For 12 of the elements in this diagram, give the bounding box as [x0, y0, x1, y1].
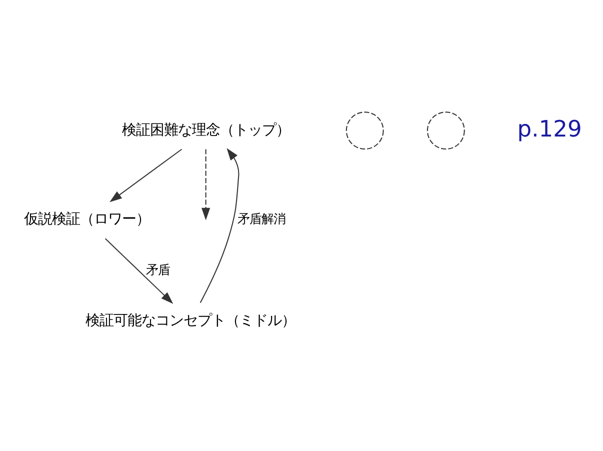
label: p.129 [517, 116, 582, 142]
arrow [110, 148, 182, 202]
node-text: 検証可能なコンセプト（ミドル） [85, 312, 296, 329]
arrow [200, 148, 240, 302]
node-circle [426, 111, 465, 150]
arrow [104, 238, 174, 304]
edge-label: 矛盾 [146, 262, 170, 276]
arrow [202, 148, 210, 220]
node-text: 検証困難な理念（トップ） [122, 122, 290, 138]
node-circle [346, 111, 384, 150]
edge-label: 矛盾解消 [238, 212, 286, 226]
node-text: 仮説検証（ロワー） [24, 211, 150, 228]
